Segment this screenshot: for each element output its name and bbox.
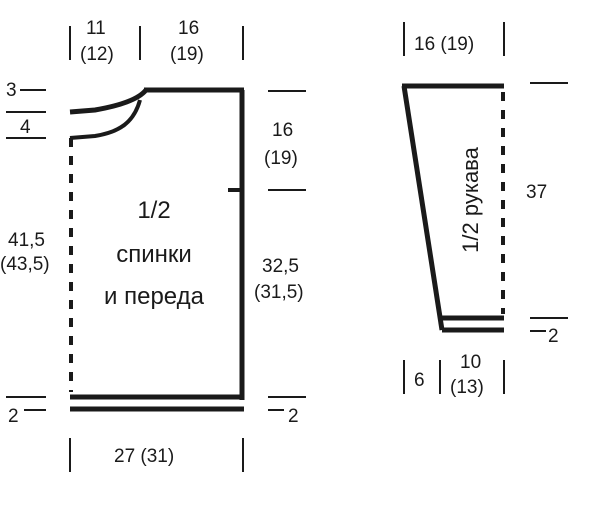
body-title-line2: спинки: [116, 241, 192, 268]
body-top-right-width: 16: [178, 18, 199, 39]
body-hem-left: 2: [8, 406, 19, 427]
sleeve-outer-edge: [401, 85, 445, 331]
body-neck-depth-lower: 4: [20, 117, 31, 138]
body-piece: 11 (12) 16 (19) 3 4 41,5 (43,5) 16 (19) …: [0, 18, 306, 472]
body-neckline-inner: [69, 99, 142, 140]
body-side-height-alt: (31,5): [254, 282, 304, 303]
body-top-left-width: 11: [86, 18, 106, 39]
body-bottom-width: 27 (31): [114, 446, 174, 467]
body-title-line3: и переда: [104, 283, 205, 310]
body-side-height: 32,5: [262, 256, 299, 277]
sleeve-hem: 2: [548, 326, 559, 347]
body-left-height: 41,5: [8, 230, 45, 251]
body-armhole-height: 16: [272, 120, 293, 141]
body-top-right-width-alt: (19): [170, 44, 204, 65]
sleeve-cuff-width-alt: (13): [450, 377, 484, 398]
sleeve-title: 1/2 рукава: [458, 146, 483, 252]
body-hem-right: 2: [288, 406, 299, 427]
body-neckline-outer: [69, 88, 148, 115]
body-top-left-width-alt: (12): [80, 44, 114, 65]
body-neck-depth-upper: 3: [6, 80, 17, 101]
body-armhole-height-alt: (19): [264, 148, 298, 169]
sleeve-length: 37: [526, 182, 547, 203]
body-title-line1: 1/2: [137, 197, 170, 224]
sleeve-cuff-left: 6: [414, 370, 425, 391]
sleeve-top-width: 16 (19): [414, 34, 474, 55]
sleeve-piece: 16 (19) 37 2 6 10 (13) 1/2 рукава: [401, 22, 568, 398]
body-left-height-alt: (43,5): [0, 254, 50, 275]
sleeve-cuff-width: 10: [460, 352, 481, 373]
